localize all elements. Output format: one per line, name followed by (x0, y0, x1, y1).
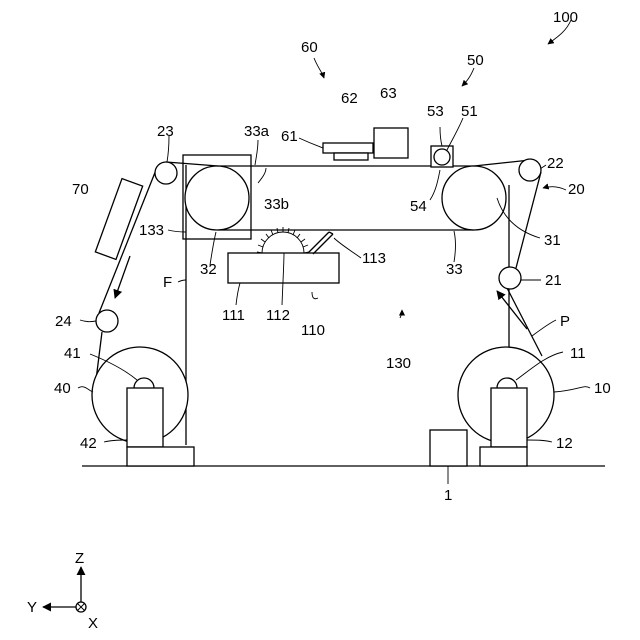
stand-42-base (127, 447, 194, 466)
label-133: 133 (139, 222, 164, 239)
stand-12-upper (491, 388, 527, 447)
label-33: 33 (446, 261, 463, 278)
reader-lens-62 (334, 153, 368, 160)
label-32: 32 (200, 261, 217, 278)
label-53: 53 (427, 103, 444, 120)
guide-roller-21 (499, 267, 521, 289)
label-62: 62 (341, 90, 358, 107)
label-51: 51 (461, 103, 478, 120)
stand-12-base (480, 447, 527, 466)
guide-roller-24 (96, 310, 118, 332)
guide-roller-22 (519, 159, 541, 181)
label-42: 42 (80, 435, 97, 452)
reader-head-61 (323, 143, 373, 153)
axis-label-x: X (88, 615, 98, 632)
roller-31 (442, 166, 506, 230)
label-33b: 33b (264, 196, 289, 213)
reader-body-63 (374, 128, 408, 158)
label-24: 24 (55, 313, 72, 330)
transport-arrow-left (115, 256, 130, 298)
sheet-path-right-down (516, 172, 541, 268)
sheet-path-to-roll-10 (506, 286, 542, 356)
label-63: 63 (380, 85, 397, 102)
axis-label-z: Z (75, 550, 84, 567)
controller-box-1 (430, 430, 467, 466)
label-100: 100 (553, 9, 578, 26)
label-112: 112 (266, 307, 290, 324)
label-40: 40 (54, 380, 71, 397)
label-10: 10 (594, 380, 611, 397)
label-1: 1 (444, 487, 452, 504)
label-P: P (560, 313, 570, 330)
blade-113 (309, 232, 333, 254)
roller-32 (185, 166, 249, 230)
label-21: 21 (545, 272, 562, 289)
label-23: 23 (157, 123, 174, 140)
axis-label-y: Y (27, 599, 37, 616)
coordinate-axes: Z Y X (27, 550, 98, 632)
label-60: 60 (301, 39, 318, 56)
guide-roller-23 (155, 162, 177, 184)
tray-70 (95, 179, 142, 260)
label-110: 110 (301, 322, 325, 339)
label-20: 20 (568, 181, 585, 198)
brush-112 (257, 227, 309, 253)
label-70: 70 (72, 181, 89, 198)
label-113: 113 (362, 250, 386, 267)
label-54: 54 (410, 198, 427, 215)
label-41: 41 (64, 345, 81, 362)
label-61: 61 (281, 128, 298, 145)
label-11: 11 (570, 345, 586, 362)
label-130: 130 (386, 355, 411, 372)
label-111: 111 (222, 307, 245, 324)
label-50: 50 (467, 52, 484, 69)
label-33a: 33a (244, 123, 270, 140)
label-12: 12 (556, 435, 573, 452)
label-F: F (163, 274, 172, 291)
stand-42-upper (127, 388, 163, 447)
label-31: 31 (544, 232, 561, 249)
sensor-roller-51 (434, 149, 450, 165)
label-22: 22 (547, 155, 564, 172)
